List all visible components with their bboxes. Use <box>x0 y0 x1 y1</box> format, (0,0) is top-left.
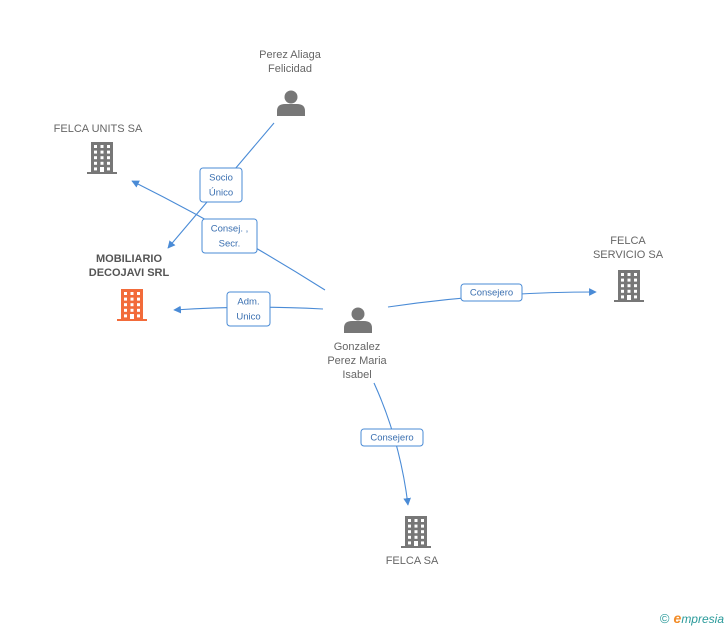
edge-label-box <box>201 218 258 254</box>
brand-logo: ©empresia <box>660 610 724 626</box>
edge-label-text: Secr. <box>219 239 241 250</box>
node-label: FELCA SA <box>386 555 439 567</box>
person-icon <box>277 90 305 116</box>
edge-label-text: Consejero <box>470 288 513 299</box>
node-felca_units[interactable]: FELCA UNITS SA <box>54 123 143 174</box>
node-label: Perez Aliaga <box>259 49 322 61</box>
brand-name: mpresia <box>681 612 724 626</box>
node-label: SERVICIO SA <box>593 249 664 261</box>
node-label: Perez Maria <box>327 355 387 367</box>
person-icon <box>344 307 372 333</box>
edge-gonzalez-felca_sa: Consejero <box>360 382 424 506</box>
edge-label-box <box>226 291 271 327</box>
edge-gonzalez-mobiliario: Adm. Unico <box>173 291 324 327</box>
edge-label-text: Único <box>209 188 233 199</box>
edge-label-box <box>360 428 424 447</box>
node-label: FELCA UNITS SA <box>54 123 143 135</box>
edge-label-text: Adm. <box>237 297 259 308</box>
node-label: Felicidad <box>268 63 312 75</box>
node-felca_servicio[interactable]: FELCA SERVICIO SA <box>593 235 664 302</box>
edge-gonzalez-felca_servicio: Consejero <box>387 283 597 308</box>
building-icon <box>87 142 117 174</box>
edge-label-text: Consej. , <box>211 224 249 235</box>
building-icon <box>117 289 147 321</box>
node-mobiliario[interactable]: MOBILIARIO DECOJAVI SRL <box>89 253 170 321</box>
building-icon <box>614 270 644 302</box>
edge-label-text: Consejero <box>370 433 413 444</box>
edge-label-box <box>460 283 523 302</box>
node-label: Isabel <box>342 369 371 381</box>
edge-label-box <box>199 167 243 203</box>
building-icon <box>401 516 431 548</box>
brand-initial: e <box>673 610 682 626</box>
edge-label-text: Socio <box>209 173 233 184</box>
node-label: FELCA <box>610 235 646 247</box>
node-label: Gonzalez <box>334 341 380 353</box>
edge-gonzalez-felca_units: Consej. , Secr. <box>131 180 326 291</box>
node-label: MOBILIARIO <box>96 253 162 265</box>
copyright-symbol: © <box>659 611 670 626</box>
edge-label-text: Unico <box>236 312 260 323</box>
node-label: DECOJAVI SRL <box>89 267 170 279</box>
node-felca_sa[interactable]: FELCA SA <box>386 516 439 567</box>
